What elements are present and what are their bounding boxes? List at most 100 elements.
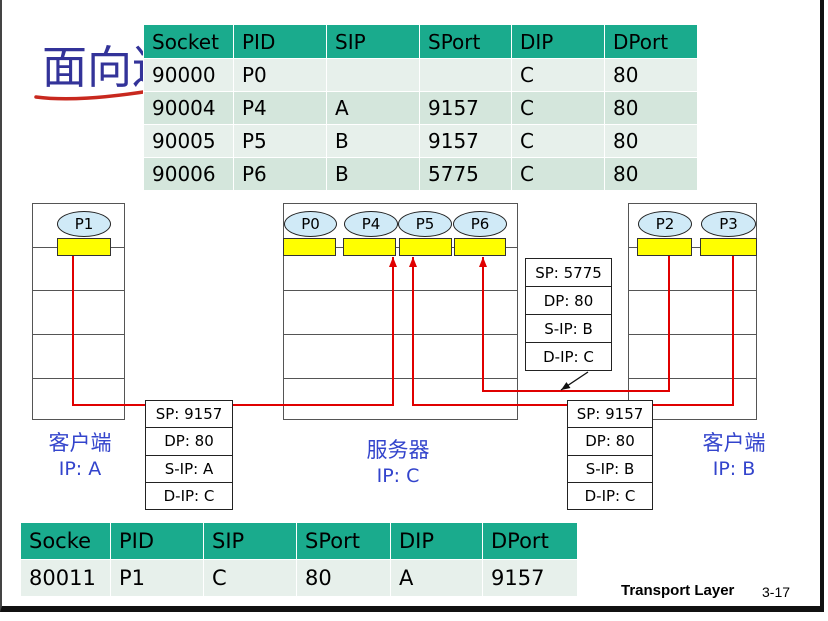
process-p0: P0	[284, 211, 337, 237]
underline-path	[34, 89, 152, 101]
layer-divider	[284, 378, 517, 379]
table-row: 90006 P6 B 5775 C 80	[143, 157, 698, 191]
table-row: 80011 P1 C 80 A 9157	[20, 559, 578, 597]
table-cell: A	[326, 91, 420, 125]
source-port-field: SP: 9157	[576, 405, 644, 424]
table-cell: 9157	[419, 124, 512, 158]
socket-p6	[454, 238, 506, 256]
column-header-dport: DPort	[482, 522, 578, 560]
layer-divider	[629, 247, 756, 248]
socket-p1	[57, 238, 111, 256]
process-p3: P3	[701, 211, 756, 237]
layer-divider	[33, 290, 124, 291]
column-header-dport: DPort	[604, 24, 698, 59]
column-header-dip: DIP	[511, 24, 605, 59]
process-p2: P2	[638, 211, 692, 237]
table-cell: 9157	[482, 559, 578, 597]
packet-from-a: SP: 9157 DP: 80 S-IP: A D-IP: C	[145, 400, 233, 510]
table-cell: 80	[604, 91, 698, 125]
process-p4: P4	[344, 211, 398, 237]
process-p5: P5	[398, 211, 452, 237]
client-socket-table: Socke PID SIP SPort DIP DPort 80011 P1 C…	[20, 522, 578, 597]
column-header-sip: SIP	[203, 522, 297, 560]
pointer-arrow	[560, 371, 589, 391]
layer-divider	[284, 290, 517, 291]
table-cell: P4	[233, 91, 327, 125]
table-cell: C	[203, 559, 297, 597]
table-cell: C	[511, 157, 605, 191]
dest-port-field: DP: 80	[568, 427, 652, 454]
column-header-socket: Socket	[143, 24, 234, 59]
table-cell: 9157	[419, 91, 512, 125]
socket-p0	[283, 238, 336, 256]
layer-divider	[284, 334, 517, 335]
table-cell: C	[511, 124, 605, 158]
layer-divider	[33, 334, 124, 335]
table-cell: 90006	[143, 157, 234, 191]
column-header-sport: SPort	[419, 24, 512, 59]
table-cell: B	[326, 157, 420, 191]
title-underline-stroke	[34, 89, 152, 101]
table-cell: A	[390, 559, 483, 597]
dest-ip-field: D-IP: C	[146, 481, 232, 509]
server-socket-table: Socket PID SIP SPort DIP DPort 90000 P0 …	[143, 24, 698, 191]
table-cell: P1	[110, 559, 204, 597]
table-cell: 80	[604, 58, 698, 92]
client-b-label: 客户端	[702, 431, 766, 455]
column-header-socket: Socke	[20, 522, 111, 560]
socket-p4	[343, 238, 396, 256]
table-cell: 90000	[143, 58, 234, 92]
source-ip-field: S-IP: B	[526, 314, 611, 342]
table-row: 90005 P5 B 9157 C 80	[143, 124, 698, 158]
source-ip-field: S-IP: A	[146, 454, 232, 482]
table-cell: 80	[296, 559, 391, 597]
column-header-pid: PID	[233, 24, 327, 59]
table-cell: P0	[233, 58, 327, 92]
process-p6: P6	[453, 211, 507, 237]
table-cell: 80011	[20, 559, 111, 597]
server-ip: IP: C	[376, 465, 420, 487]
socket-p2	[637, 238, 692, 256]
table-cell: P5	[233, 124, 327, 158]
table-cell: C	[511, 91, 605, 125]
column-header-pid: PID	[110, 522, 204, 560]
socket-p5	[399, 238, 452, 256]
dest-ip-field: D-IP: C	[526, 342, 611, 370]
table-cell: 5775	[419, 157, 512, 191]
packet-from-b-5775: SP: 5775 DP: 80 S-IP: B D-IP: C	[525, 258, 612, 371]
dest-ip-field: D-IP: C	[568, 481, 652, 509]
dest-port-field: DP: 80	[526, 286, 611, 314]
layer-divider	[629, 378, 756, 379]
table-cell: 80	[604, 157, 698, 191]
dest-port-field: DP: 80	[146, 427, 232, 454]
client-a-label: 客户端	[48, 431, 112, 455]
layer-divider	[33, 378, 124, 379]
server-label: 服务器	[366, 438, 430, 462]
column-header-dip: DIP	[390, 522, 483, 560]
source-port-field: SP: 5775	[535, 263, 602, 282]
process-p1: P1	[57, 211, 111, 237]
source-port-field: SP: 9157	[155, 405, 223, 424]
table-header-row: Socke PID SIP SPort DIP DPort	[20, 522, 578, 560]
column-header-sport: SPort	[296, 522, 391, 560]
packet-from-b-9157: SP: 9157 DP: 80 S-IP: B D-IP: C	[567, 400, 653, 510]
page-number: 3-17	[762, 584, 791, 600]
socket-p3	[700, 238, 757, 256]
table-cell	[419, 58, 512, 92]
table-cell: C	[511, 58, 605, 92]
layer-divider	[629, 334, 756, 335]
table-row: 90000 P0 C 80	[143, 58, 698, 92]
layer-divider	[629, 290, 756, 291]
table-cell: 90004	[143, 91, 234, 125]
table-header-row: Socket PID SIP SPort DIP DPort	[143, 24, 698, 59]
client-b-ip: IP: B	[712, 458, 756, 480]
column-header-sip: SIP	[326, 24, 420, 59]
source-ip-field: S-IP: B	[568, 454, 652, 482]
table-cell: 90005	[143, 124, 234, 158]
footer-chapter-label: Transport Layer	[621, 582, 735, 599]
client-a-ip: IP: A	[58, 458, 102, 480]
table-cell	[326, 58, 420, 92]
table-row: 90004 P4 A 9157 C 80	[143, 91, 698, 125]
table-cell: P6	[233, 157, 327, 191]
table-cell: 80	[604, 124, 698, 158]
